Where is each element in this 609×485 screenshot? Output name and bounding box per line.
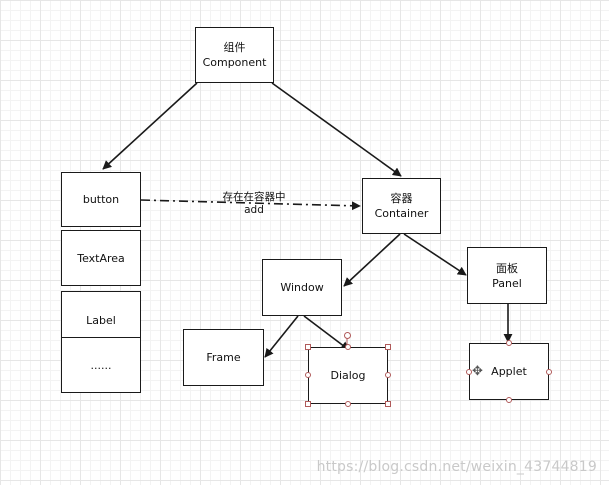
node-label-label: Label [86,314,116,327]
node-ellipsis-label: ...... [90,358,112,372]
node-textarea[interactable]: TextArea [61,230,141,286]
node-frame[interactable]: Frame [183,329,264,386]
edge-component-container [271,82,402,177]
node-component-line1: 组件 [223,41,246,54]
dialog-rotate-handle[interactable] [344,332,351,339]
node-window[interactable]: Window [262,259,342,316]
dialog-handle-top-right[interactable] [385,344,391,350]
applet-connector-top[interactable] [506,340,512,346]
edge-window-dialog [303,315,350,351]
node-container[interactable]: 容器 Container [362,178,441,234]
node-ellipsis[interactable]: ...... [61,337,141,393]
dialog-handle-top-mid[interactable] [345,344,351,350]
node-panel-line2: Panel [492,276,522,290]
watermark-url: https://blog.csdn.net/weixin_43744819 [316,459,597,475]
edge-window-frame [264,315,299,358]
dialog-handle-bottom-right[interactable] [385,401,391,407]
edge-button-container [140,199,361,211]
node-container-line2: Container [374,207,429,220]
node-dialog-label: Dialog [330,369,366,382]
node-frame-label: Frame [206,351,241,364]
node-panel-line1: 面板 [496,261,518,275]
dialog-handle-bottom-left[interactable] [305,401,311,407]
node-dialog[interactable]: Dialog [308,347,388,404]
move-arrows-icon[interactable]: ✥ [472,364,483,379]
node-component[interactable]: 组件 Component [195,27,274,83]
edge-container-window [343,233,401,287]
dialog-handle-bottom-mid[interactable] [345,401,351,407]
dialog-handle-mid-right[interactable] [385,372,391,378]
node-textarea-label: TextArea [77,251,125,265]
node-button[interactable]: button [61,172,141,227]
applet-connector-left[interactable] [466,369,472,375]
node-button-label: button [82,193,120,206]
node-window-label: Window [280,281,324,294]
node-container-line1: 容器 [390,192,413,205]
edge-component-button [102,82,198,170]
node-applet-label: Applet [491,365,527,378]
applet-connector-right[interactable] [546,369,552,375]
node-panel[interactable]: 面板 Panel [467,247,547,304]
edge-container-panel [403,233,467,276]
edge-label-add: 存在在容器中 add [214,191,294,217]
dialog-handle-mid-left[interactable] [305,372,311,378]
applet-connector-bottom[interactable] [506,397,512,403]
node-component-line2: Component [202,56,267,69]
dialog-handle-top-left[interactable] [305,344,311,350]
edge-label-line1: 存在在容器中 [222,191,286,203]
edge-label-line2: add [244,204,264,216]
